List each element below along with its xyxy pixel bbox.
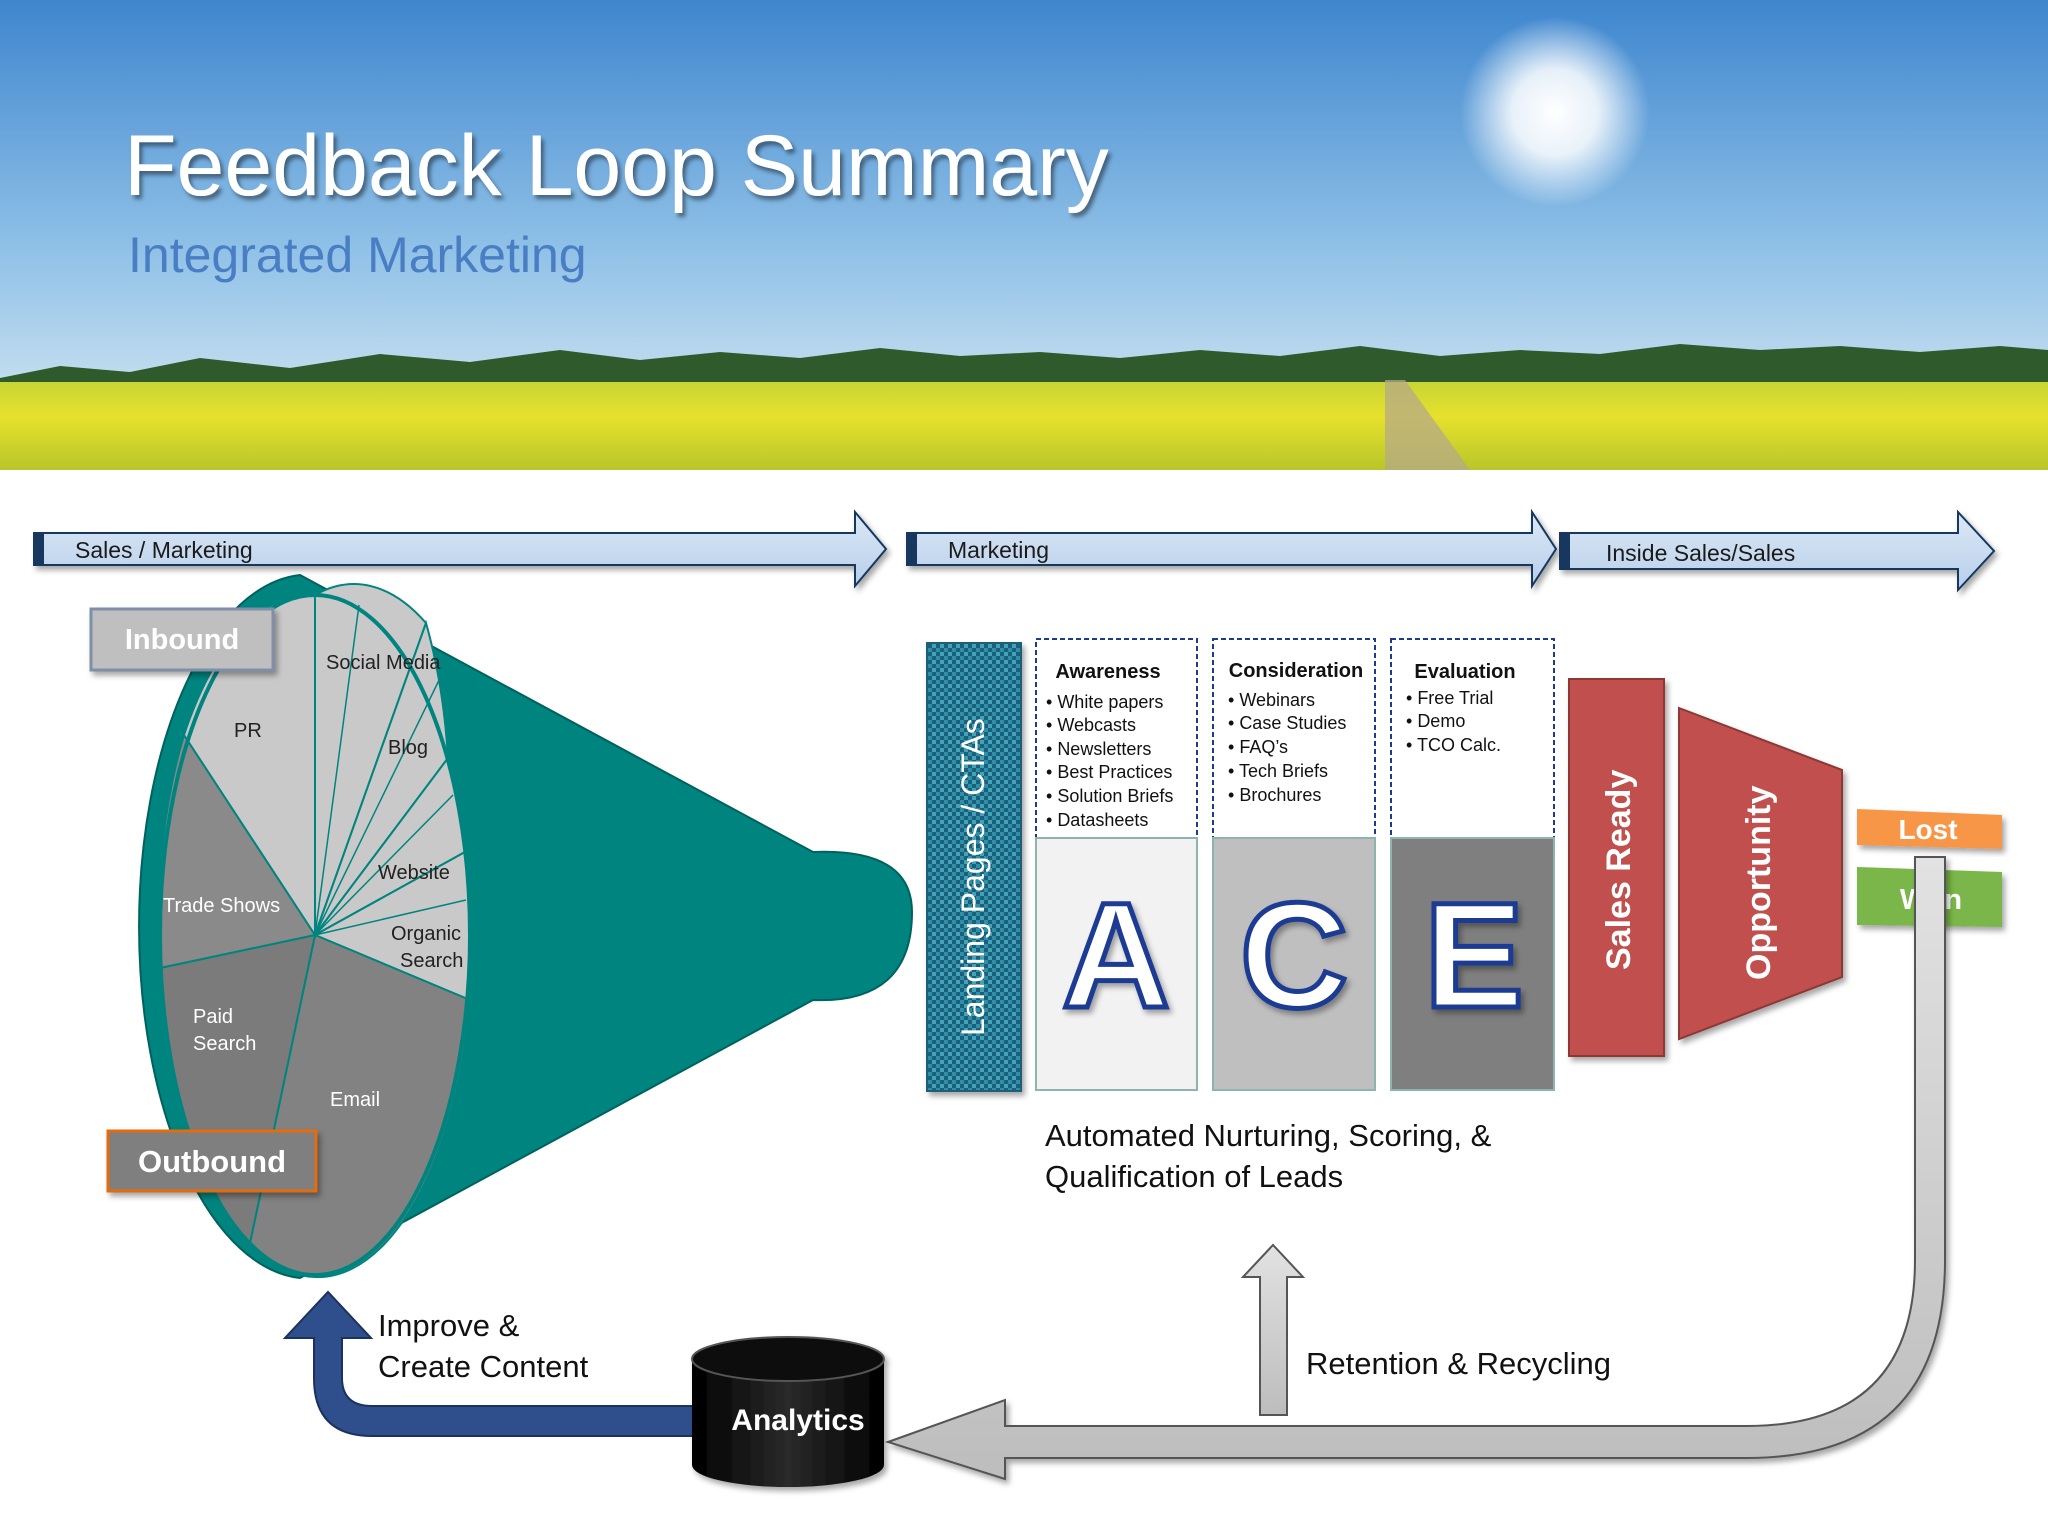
ace-heading: Evaluation [1414,661,1515,683]
header-banner: Feedback Loop Summary Integrated Marketi… [0,0,2048,470]
outbound-tag: Outbound [106,1129,318,1193]
stage-label: Marketing [948,537,1049,563]
dirt-road [1385,380,1470,470]
retention-label: Retention & Recycling [1306,1346,1611,1381]
landing-pages-label: Landing Pages / CTAs [955,718,991,1036]
ace-item: • Case Studies [1228,713,1346,733]
ace-item: • Tech Briefs [1228,761,1328,781]
ace-item: • FAQ’s [1228,737,1288,757]
ace-item: • Best Practices [1046,762,1172,782]
stage-label: Inside Sales/Sales [1606,540,1795,566]
treeline [0,344,2048,392]
ace-item: • Webinars [1228,690,1315,710]
channel-label-paid: Paid [193,1006,233,1028]
channel-label-paid-search: Search [193,1033,256,1055]
sun-glow [1460,17,1650,207]
ace-item: • White papers [1046,692,1163,712]
stage-arrow-sales-marketing: Sales / Marketing [33,509,888,589]
inbound-label: Inbound [125,624,239,656]
ace-item: • Newsletters [1046,739,1151,759]
rapeseed-field [0,382,2048,470]
channel-label-website: Website [378,862,450,884]
ace-item: • Datasheets [1046,810,1148,830]
opportunity-label: Opportunity [1740,785,1778,980]
sales-ready-label: Sales Ready [1600,770,1638,970]
ace-column-awareness: Awareness • White papers • Webcasts • Ne… [1035,638,1198,1091]
sales-ready-block: Sales Ready [1568,678,1665,1057]
ace-letter: E [1424,871,1524,1039]
stage-arrow-inside-sales: Inside Sales/Sales [1559,509,1996,593]
ace-heading: Awareness [1055,661,1160,683]
opportunity-block: Opportunity [1678,706,1843,1041]
outbound-label: Outbound [138,1144,286,1179]
retention-loop-arrow [884,856,1946,1481]
nurturing-caption-line2: Qualification of Leads [1045,1159,1343,1194]
ace-item: • Free Trial [1406,688,1493,708]
page-title: Feedback Loop Summary [124,118,1109,214]
ace-column-evaluation: Evaluation • Free Trial • Demo • TCO Cal… [1390,638,1555,1091]
channel-pie [157,583,473,1279]
channel-label-organic: Organic [391,923,461,945]
channel-label-social-media: Social Media [326,652,441,674]
recycling-up-arrow [1240,1243,1306,1416]
analytics-label: Analytics [731,1404,864,1437]
ace-letter: A [1062,871,1170,1039]
stage-label: Sales / Marketing [75,537,253,563]
stage-arrow-marketing: Marketing [906,508,1558,590]
ace-letter: C [1240,871,1348,1039]
lost-label: Lost [1898,814,1957,845]
improve-label-line2: Create Content [378,1349,589,1384]
channel-label-search: Search [400,950,463,972]
ace-item: • Demo [1406,711,1465,731]
inbound-tag: Inbound [89,607,275,672]
ace-heading: Consideration [1229,660,1363,682]
nurturing-caption-line1: Automated Nurturing, Scoring, & [1045,1118,1492,1153]
ace-item: • TCO Calc. [1406,735,1501,755]
channel-label-pr: PR [234,720,262,742]
channel-label-email: Email [330,1089,380,1111]
improve-label-line1: Improve & [378,1308,520,1343]
analytics-database-icon: Analytics [691,1336,885,1487]
ace-column-consideration: Consideration • Webinars • Case Studies … [1212,638,1376,1091]
page-subtitle: Integrated Marketing [128,227,587,283]
ace-item: • Solution Briefs [1046,786,1173,806]
landing-pages-column: Landing Pages / CTAs [926,642,1022,1092]
improve-content-arrow [282,1290,704,1437]
channel-label-blog: Blog [388,737,428,759]
megaphone-funnel: Social Media PR Blog Website Organic Sea… [138,573,914,1280]
channel-label-trade-shows: Trade Shows [163,895,280,917]
ace-item: • Brochures [1228,785,1321,805]
lost-tag: Lost [1857,809,2002,849]
ace-item: • Webcasts [1046,715,1136,735]
